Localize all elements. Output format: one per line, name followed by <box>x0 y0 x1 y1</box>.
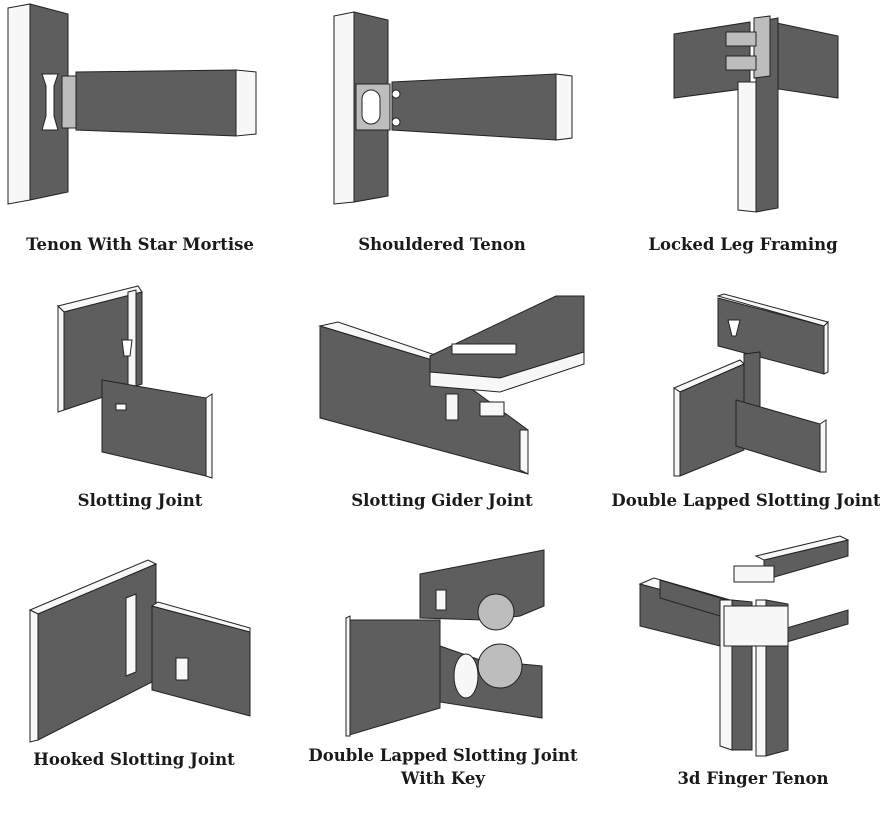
shouldered-tenon-illustration <box>333 11 573 205</box>
joint-label-line2: With Key <box>401 769 485 788</box>
slotting-joint-illustration <box>57 285 213 479</box>
locked-leg-framing-illustration <box>673 15 839 213</box>
double-lapped-slotting-joint-illustration <box>672 293 829 477</box>
joint-label: 3d Finger Tenon <box>677 769 829 788</box>
joint-label: Tenon With Star Mortise <box>26 235 254 254</box>
hooked-slotting-joint-illustration <box>28 559 251 743</box>
joint-label: Slotting Joint <box>77 491 203 510</box>
joint-label: Shouldered Tenon <box>358 235 526 254</box>
double-lapped-key-illustration <box>345 549 545 737</box>
slotting-gider-joint-illustration <box>318 295 585 475</box>
joint-label: Double Lapped Slotting Joint <box>308 746 578 765</box>
joint-label: Locked Leg Framing <box>648 235 838 254</box>
joint-label: Double Lapped Slotting Joint <box>611 491 880 510</box>
joint-label: Hooked Slotting Joint <box>33 750 235 769</box>
joint-label: Slotting Gider Joint <box>351 491 533 510</box>
3d-finger-tenon-illustration <box>638 535 850 757</box>
tenon-star-mortise-illustration <box>7 3 257 205</box>
